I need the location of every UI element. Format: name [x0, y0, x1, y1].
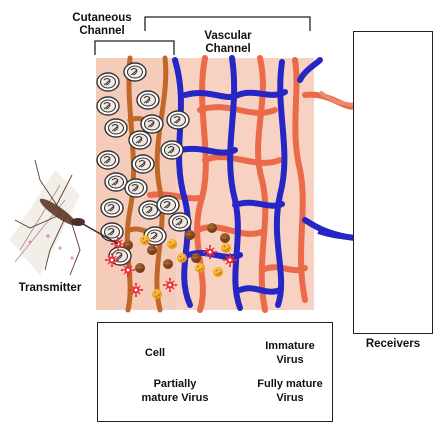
legend-immature-label: Immature Virus: [254, 339, 326, 367]
vascular-bracket: [144, 16, 311, 31]
connector-vessel-top: [318, 90, 356, 107]
blue-vessels: [172, 55, 358, 311]
receivers-box: [353, 31, 433, 334]
legend-immature-line-2: Virus: [276, 354, 304, 366]
vascular-label-line-1: Vascular: [204, 30, 252, 42]
legend-box: [97, 322, 333, 422]
legend-partial-label: Partially mature Virus: [132, 377, 218, 405]
connector-vessel-bottom: [317, 230, 356, 240]
vascular-label-line-2: Channel: [205, 43, 251, 55]
legend-mature-label: Fully mature Virus: [248, 377, 332, 405]
legend-mature-line-1: Fully mature: [257, 378, 323, 390]
transmitter-label: Transmitter: [18, 282, 82, 294]
mosquito-icon: [10, 159, 119, 276]
vascular-channel-label: Vascular Channel: [188, 30, 268, 56]
legend-cell-label: Cell: [144, 347, 166, 359]
cutaneous-channel-label: Cutaneous Channel: [62, 12, 142, 38]
legend-mature-line-2: Virus: [276, 392, 304, 404]
legend-partial-line-1: Partially: [153, 378, 197, 390]
cutaneous-label-line-2: Channel: [79, 25, 125, 37]
legend-immature-line-1: Immature: [265, 340, 315, 352]
cutaneous-bracket: [94, 40, 175, 55]
receivers-label: Receivers: [365, 338, 421, 350]
cutaneous-label-line-1: Cutaneous: [72, 12, 132, 24]
legend-partial-line-2: mature Virus: [141, 392, 209, 404]
